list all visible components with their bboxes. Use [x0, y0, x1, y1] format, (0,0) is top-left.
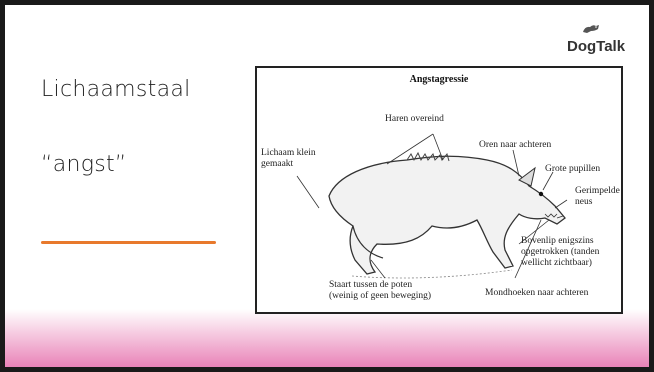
dog-eye	[539, 192, 543, 196]
label-lichaam: Lichaam klein gemaakt	[261, 148, 316, 170]
dog-shadow	[352, 270, 512, 278]
accent-underline	[41, 241, 216, 244]
label-staart: Staart tussen de poten (weinig of geen b…	[329, 280, 431, 302]
label-haren: Haren overeind	[385, 114, 444, 125]
label-pupillen: Grote pupillen	[545, 164, 600, 175]
dog-logo-icon	[581, 23, 601, 35]
fearful-dog-illustration	[257, 68, 621, 312]
slide-subtitle: “angst”	[41, 152, 127, 177]
dogtalk-logo: DogTalk	[567, 25, 637, 55]
bottom-gradient-band	[5, 309, 649, 367]
figure-title: Angstagressie	[257, 74, 621, 85]
label-neus: Gerimpelde neus	[575, 186, 620, 208]
label-mondhoeken: Mondhoeken naar achteren	[485, 288, 588, 299]
logo-text: DogTalk	[567, 38, 625, 55]
dog-diagram: Angstagressie Haren overeind Lichaam kle…	[255, 66, 623, 314]
label-bovenlip: Bovenlip enigszins opgetrokken (tanden w…	[521, 236, 599, 269]
slide-title: Lichaamstaal	[41, 77, 191, 102]
label-oren: Oren naar achteren	[479, 140, 551, 151]
slide: Lichaamstaal “angst” DogTalk	[5, 5, 649, 367]
